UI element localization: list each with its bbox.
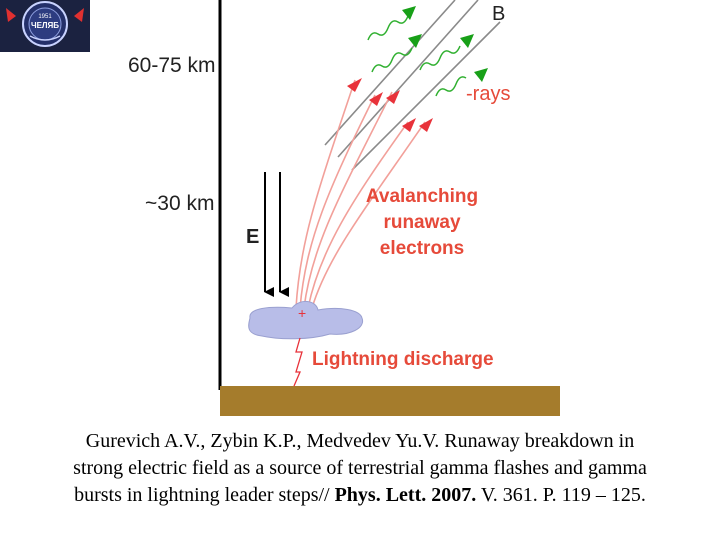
gamma-label: -rays xyxy=(466,83,510,105)
charge-plus-icon: + xyxy=(298,305,306,321)
caption-line-2: strong electric field as a source of ter… xyxy=(73,457,647,479)
caption-line-1: Gurevich A.V., Zybin K.P., Medvedev Yu.V… xyxy=(85,430,635,452)
gamma-ray-waves xyxy=(367,15,467,97)
lightning-bolt-icon xyxy=(293,337,303,387)
conference-logo: 1951 ЧЕЛЯБ xyxy=(0,0,90,52)
electrons-label: Avalanching runaway electrons xyxy=(366,186,478,259)
ground xyxy=(220,386,560,416)
altitude-label-lower: ~30 km xyxy=(145,192,214,215)
caption-line-3-end: V. 361. P. 119 – 125. xyxy=(476,484,646,506)
altitude-label-upper: 60-75 km xyxy=(128,54,216,77)
field-label: E xyxy=(246,226,259,248)
magnetic-field-lines xyxy=(324,0,501,171)
logo-title: ЧЕЛЯБ xyxy=(31,21,59,30)
caption-line-3: bursts in lightning leader steps// Phys.… xyxy=(0,482,720,509)
magnetic-label: B xyxy=(492,3,505,25)
electron-arrowheads xyxy=(347,78,433,132)
electric-field-arrows xyxy=(264,172,289,297)
journal-name: Phys. Lett. 2007. xyxy=(334,484,477,506)
thundercloud xyxy=(248,301,364,340)
citation-caption: Gurevich A.V., Zybin K.P., Medvedev Yu.V… xyxy=(0,428,720,509)
gamma-ray-arrowheads xyxy=(402,6,488,82)
tgf-diagram: 60-75 km ~30 km E B -rays xyxy=(128,0,560,416)
svg-text:electrons: electrons xyxy=(380,238,464,259)
discharge-label: Lightning discharge xyxy=(312,349,494,370)
caption-line-3-start: bursts in lightning leader steps// xyxy=(74,484,335,506)
svg-text:runaway: runaway xyxy=(383,212,461,233)
svg-text:Avalanching: Avalanching xyxy=(366,186,478,207)
logo-year: 1951 xyxy=(38,14,52,20)
electron-trajectories xyxy=(295,79,426,309)
